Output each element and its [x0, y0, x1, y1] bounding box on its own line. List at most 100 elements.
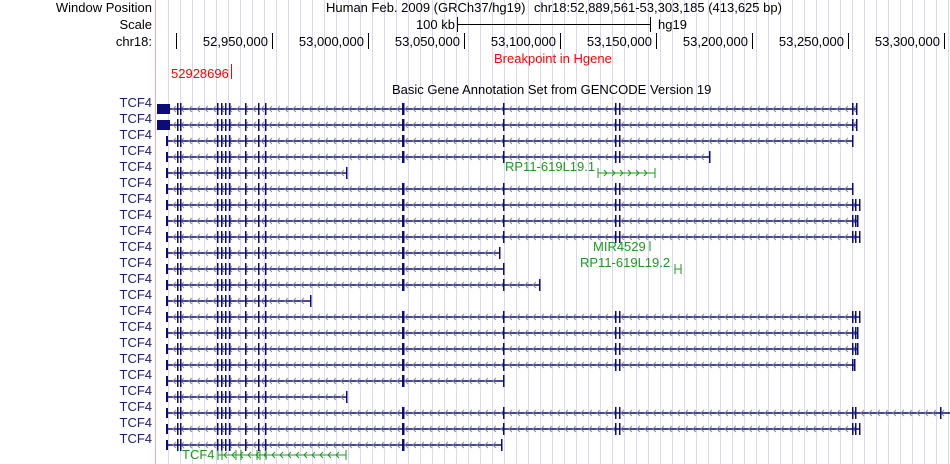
- strand-arrow: [196, 137, 201, 145]
- strand-arrow: [556, 345, 561, 353]
- strand-arrow: [284, 377, 289, 385]
- strand-arrow: [468, 441, 473, 449]
- gene-row-label[interactable]: TCF4: [119, 207, 153, 222]
- gene-row-label[interactable]: TCF4: [119, 191, 153, 206]
- strand-arrow: [188, 345, 193, 353]
- strand-arrow: [628, 313, 633, 321]
- exon: [615, 119, 617, 131]
- exon: [258, 423, 260, 435]
- strand-arrow: [284, 265, 289, 273]
- strand-arrow: [652, 121, 657, 129]
- strand-arrow: [820, 361, 825, 369]
- grid-line: [432, 0, 433, 464]
- gene-row-label[interactable]: TCF4: [119, 335, 153, 350]
- strand-arrow: [756, 105, 761, 113]
- gene-label-rp11-619l19-2[interactable]: RP11-619L19.2: [580, 255, 671, 270]
- strand-arrow: [812, 233, 817, 241]
- strand-arrow: [204, 409, 209, 417]
- gene-row-label[interactable]: TCF4: [119, 223, 153, 238]
- strand-arrow: [444, 201, 449, 209]
- strand-arrow: [396, 153, 401, 161]
- strand-arrow: [660, 105, 665, 113]
- strand-arrow: [572, 105, 577, 113]
- strand-arrow: [676, 409, 681, 417]
- exon: [180, 103, 182, 115]
- gene-row-label[interactable]: TCF4: [119, 319, 153, 334]
- strand-arrow: [316, 121, 321, 129]
- exon: [229, 375, 231, 387]
- gene-row-label[interactable]: TCF4: [119, 239, 153, 254]
- strand-arrow: [420, 137, 425, 145]
- grid-line: [264, 0, 265, 464]
- gene-row-label[interactable]: TCF4: [119, 271, 153, 286]
- strand-arrow: [236, 201, 241, 209]
- strand-arrow: [396, 265, 401, 273]
- strand-arrow: [252, 169, 257, 177]
- strand-arrow: [188, 121, 193, 129]
- strand-arrow: [364, 233, 369, 241]
- strand-arrow: [404, 121, 409, 129]
- strand-arrow: [476, 201, 481, 209]
- gene-label-mir4529[interactable]: MIR4529: [593, 239, 646, 254]
- strand-arrow: [556, 409, 561, 417]
- gene-row-label[interactable]: TCF4: [119, 303, 153, 318]
- strand-arrow: [380, 265, 385, 273]
- gene-row-label[interactable]: TCF4: [119, 367, 153, 382]
- exon: [177, 215, 179, 227]
- strand-arrow: [548, 329, 553, 337]
- strand-arrow: [540, 409, 545, 417]
- gene-row-label[interactable]: TCF4: [119, 415, 153, 430]
- strand-arrow: [748, 329, 753, 337]
- strand-arrow: [364, 185, 369, 193]
- gene-row-label[interactable]: TCF4: [119, 159, 153, 174]
- gene-row-label[interactable]: TCF4: [119, 383, 153, 398]
- gene-label-rp11-619l19-1[interactable]: RP11-619L19.1: [505, 159, 596, 174]
- strand-arrow: [556, 201, 561, 209]
- strand-arrow: [332, 137, 337, 145]
- grid-line: [204, 0, 205, 464]
- gene-row-label[interactable]: TCF4: [119, 399, 153, 414]
- gene-row-label[interactable]: TCF4: [119, 127, 153, 142]
- strand-arrow: [484, 121, 489, 129]
- gene-row-label[interactable]: TCF4: [119, 143, 153, 158]
- exon: [258, 151, 260, 163]
- exon: [619, 119, 621, 131]
- strand-arrow: [452, 281, 457, 289]
- strand-arrow: [708, 361, 713, 369]
- strand-arrow: [196, 217, 201, 225]
- strand-arrow: [412, 249, 417, 257]
- gene-row-label[interactable]: TCF4: [119, 431, 153, 446]
- strand-arrow: [404, 233, 409, 241]
- strand-arrow: [660, 217, 665, 225]
- gene-row-label[interactable]: TCF4: [119, 351, 153, 366]
- gene-row-label[interactable]: TCF4: [119, 255, 153, 270]
- strand-arrow: [636, 361, 641, 369]
- strand-arrow: [676, 201, 681, 209]
- strand-arrow: [276, 345, 281, 353]
- gene-label-tcf4-short[interactable]: TCF4: [182, 447, 215, 462]
- gene-row-label[interactable]: TCF4: [119, 287, 153, 302]
- exon: [180, 295, 182, 307]
- strand-arrow: [524, 137, 529, 145]
- strand-arrow: [692, 217, 697, 225]
- gene-row-label[interactable]: TCF4: [119, 95, 153, 110]
- exon: [221, 423, 223, 435]
- gene-row-label[interactable]: TCF4: [119, 111, 153, 126]
- strand-arrow: [724, 201, 729, 209]
- strand-arrow: [436, 121, 441, 129]
- strand-arrow: [292, 201, 297, 209]
- exon: [619, 231, 621, 243]
- strand-arrow: [820, 137, 825, 145]
- strand-arrow: [588, 409, 593, 417]
- strand-arrow: [340, 217, 345, 225]
- exon: [619, 103, 621, 115]
- strand-arrow: [388, 153, 393, 161]
- strand-arrow: [748, 345, 753, 353]
- strand-arrow: [860, 409, 865, 417]
- strand-arrow: [204, 121, 209, 129]
- strand-arrow: [284, 105, 289, 113]
- strand-arrow: [492, 313, 497, 321]
- strand-arrow: [260, 121, 265, 129]
- gene-row-label[interactable]: TCF4: [119, 175, 153, 190]
